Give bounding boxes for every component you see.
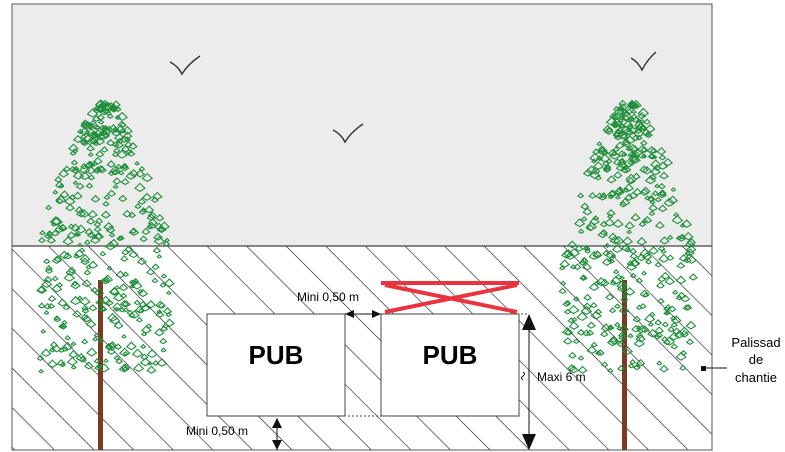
max-height-dimension: [521, 314, 536, 450]
tree-right: [558, 99, 698, 450]
gap-dimension: [345, 310, 381, 318]
legend-marker: [701, 366, 706, 371]
bird-icon: [169, 55, 201, 76]
panel-1-label: PUB: [249, 340, 304, 370]
tree-foliage: [36, 99, 175, 374]
forbidden-cross-icon: [381, 281, 519, 314]
max-height-label: Maxi 6 m: [537, 370, 586, 384]
gap-dimension-label: Mini 0,50 m: [297, 290, 359, 304]
tree-trunk: [622, 280, 627, 450]
bird-icon: [332, 123, 364, 144]
panel-2-label: PUB: [423, 340, 478, 370]
legend-line-1: Palissad: [731, 335, 780, 350]
ground-clearance-dimension: [272, 418, 282, 450]
legend-line-3: chantie: [735, 370, 777, 385]
legend-line-2: de: [749, 352, 763, 367]
bird-icon: [630, 51, 657, 72]
billboard-panel-2: [380, 313, 520, 417]
tree-foliage: [558, 99, 698, 374]
tree-trunk: [98, 280, 103, 450]
ground-clearance-label: Mini 0,50 m: [186, 424, 248, 438]
tree-left: [36, 99, 175, 450]
billboard-panel-1: [206, 313, 346, 417]
